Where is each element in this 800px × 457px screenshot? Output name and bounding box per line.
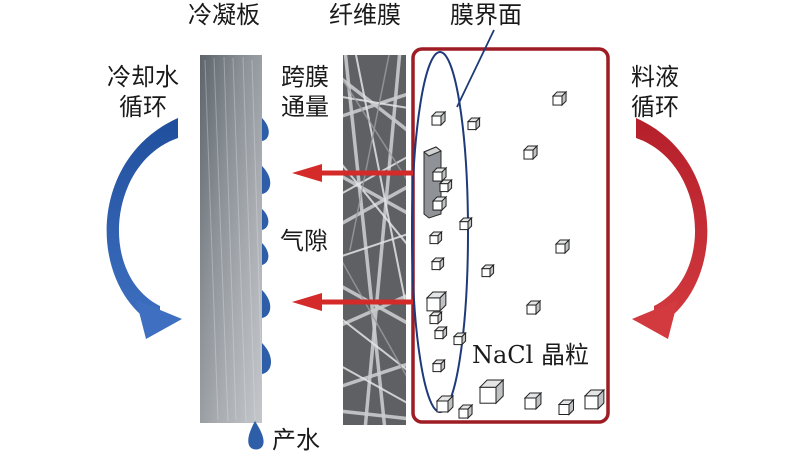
label-condenser-plate: 冷凝板 <box>188 1 260 29</box>
nacl-crystal-cube <box>583 388 606 411</box>
nacl-crystal-cube <box>435 394 455 414</box>
product-water-drop-icon <box>248 421 264 450</box>
droplet-2 <box>262 166 271 194</box>
label-coolant-line2: 循环 <box>119 93 167 121</box>
nacl-crystal-cube <box>452 331 467 346</box>
droplet-5 <box>262 290 271 318</box>
droplet-4 <box>262 243 269 265</box>
nacl-crystal-cube <box>430 110 447 127</box>
nacl-crystals <box>425 90 606 420</box>
droplet-6 <box>262 343 272 374</box>
label-flux-line1: 跨膜 <box>281 63 329 91</box>
droplet-3 <box>262 209 269 230</box>
label-air-gap: 气隙 <box>280 227 328 255</box>
label-coolant-circulation: 冷却水 循环 <box>98 62 188 122</box>
nacl-crystal-cube <box>425 290 448 313</box>
nacl-crystal-cube <box>554 238 571 255</box>
coolant-circulation-arrow <box>106 118 182 339</box>
nacl-crystal-cube <box>431 358 446 373</box>
nacl-crystal-cube <box>551 90 568 107</box>
nacl-crystal-cube <box>431 166 448 183</box>
label-feed-circulation: 料液 循环 <box>620 62 690 122</box>
nacl-crystal-cube <box>438 178 453 193</box>
nacl-crystal-cube <box>480 263 495 278</box>
interface-leader-line <box>456 29 495 108</box>
nacl-crystal-cube <box>525 299 542 316</box>
droplet-1 <box>262 118 269 141</box>
label-flux-line2: 通量 <box>281 93 329 121</box>
label-product-water: 产水 <box>272 426 320 454</box>
nacl-crystal-cube <box>428 310 443 325</box>
label-coolant-line1: 冷却水 <box>107 63 179 91</box>
nacl-crystal-cube <box>457 403 474 420</box>
flux-arrow-top <box>292 164 413 182</box>
label-feed-line1: 料液 <box>631 63 679 91</box>
nacl-crystal-cube <box>557 398 575 416</box>
nacl-crystal-cube <box>466 116 481 131</box>
condenser-plate <box>200 55 262 423</box>
nacl-crystal-cube <box>478 378 505 405</box>
fiber-membrane <box>343 55 406 425</box>
nacl-crystal-cube <box>428 230 443 245</box>
label-nacl-crystals: NaCl 晶粒 <box>472 341 589 369</box>
label-transmembrane-flux: 跨膜 通量 <box>270 62 340 122</box>
nacl-crystal-cube <box>430 256 445 271</box>
condensate-droplets <box>262 118 272 374</box>
nacl-crystal-cube <box>522 144 539 161</box>
nacl-crystal-cube <box>433 325 448 340</box>
feed-circulation-arrow <box>632 118 708 339</box>
nacl-crystal-cube <box>523 391 543 411</box>
nacl-crystal-cube <box>458 216 473 231</box>
flux-arrow-bottom <box>292 293 413 311</box>
label-feed-line2: 循环 <box>631 93 679 121</box>
label-membrane-interface: 膜界面 <box>450 1 522 29</box>
nacl-crystal-cube <box>431 195 448 212</box>
label-fiber-membrane: 纤维膜 <box>329 1 401 29</box>
